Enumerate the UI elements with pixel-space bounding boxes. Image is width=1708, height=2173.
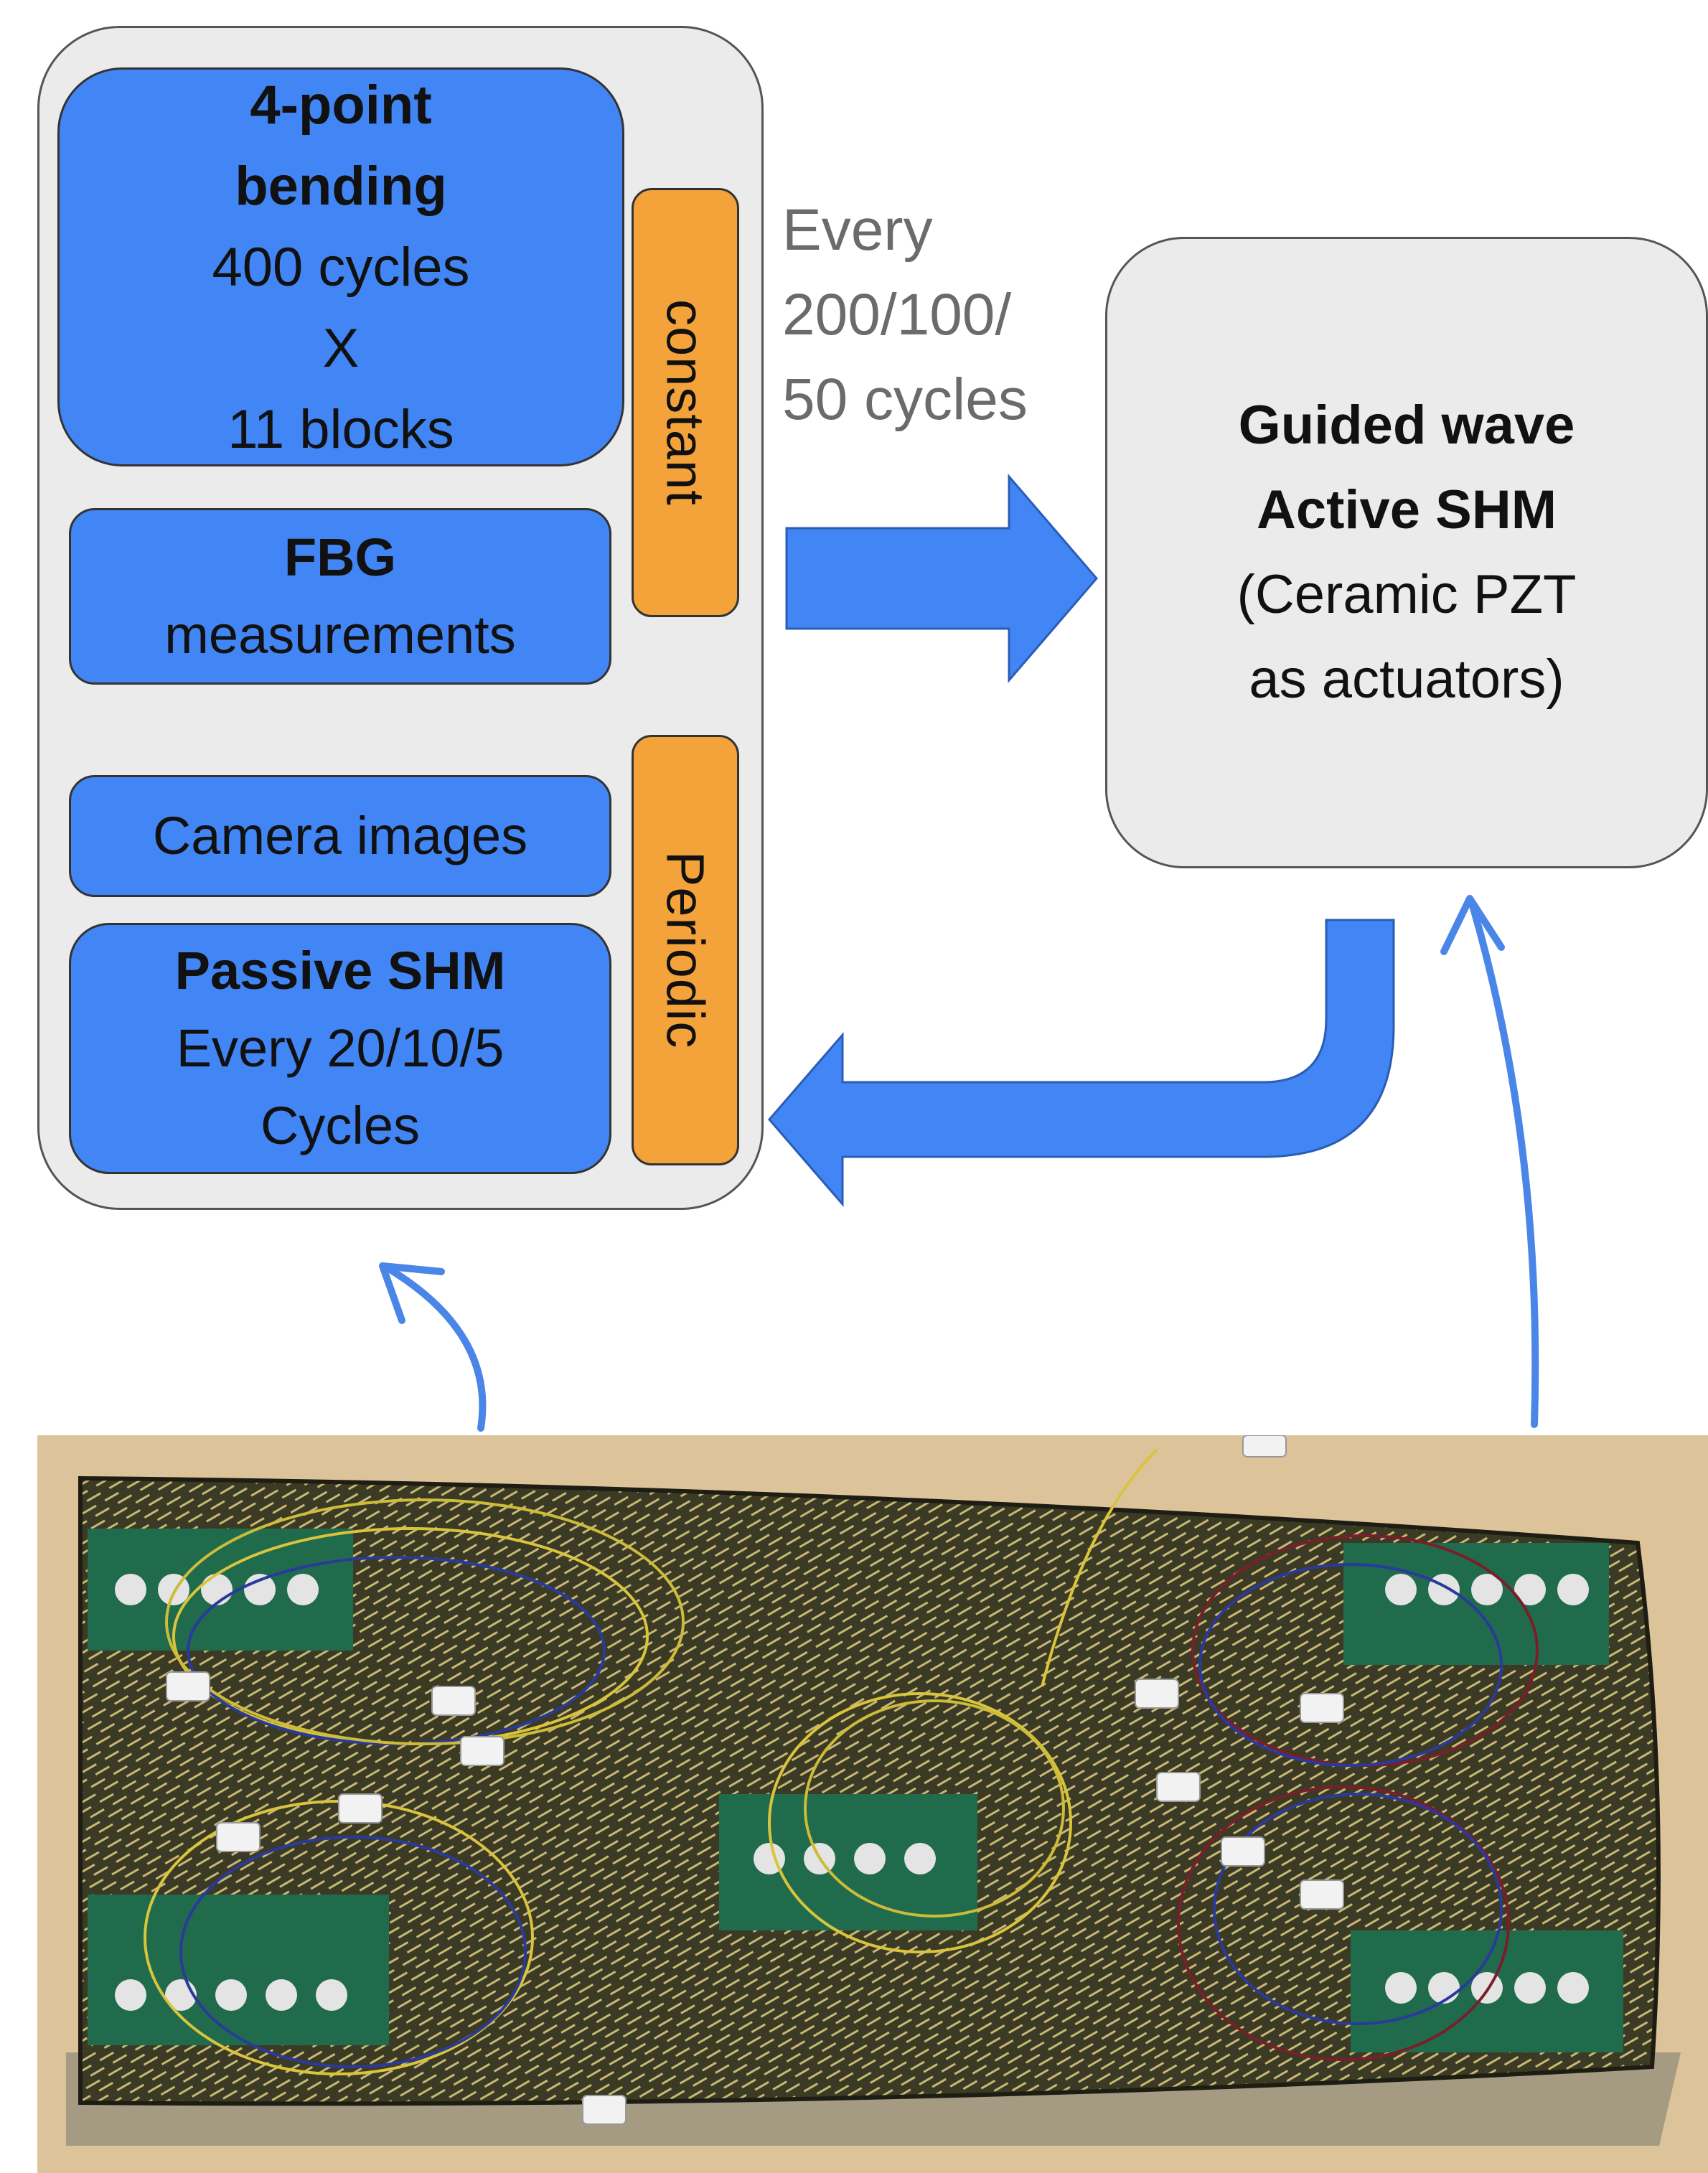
- passive-every: Every 20/10/5: [176, 1018, 505, 1078]
- bending-times: X: [322, 317, 360, 379]
- active-desc-1: (Ceramic PZT: [1237, 564, 1577, 625]
- bending-box: 4-point bending 400 cycles X 11 blocks: [57, 67, 624, 466]
- arrow-photo-to-active-shm: [1440, 895, 1539, 1428]
- passive-cycles: Cycles: [260, 1096, 421, 1155]
- constant-label: constant: [655, 299, 715, 506]
- constant-tag: constant: [632, 188, 739, 617]
- specimen-photo-drawing: [37, 1435, 1708, 2173]
- active-title-2: Active SHM: [1256, 479, 1557, 540]
- passive-title: Passive SHM: [174, 941, 506, 1000]
- interval-line-3: 50 cycles: [782, 367, 1028, 432]
- periodic-label: Periodic: [655, 851, 715, 1049]
- active-desc-2: as actuators): [1249, 649, 1564, 710]
- camera-box: Camera images: [69, 775, 611, 897]
- active-shm-panel: Guided wave Active SHM (Ceramic PZT as a…: [1105, 237, 1708, 868]
- sensor-patch-top-right: [1343, 1543, 1609, 1665]
- camera-label: Camera images: [152, 806, 528, 865]
- specimen-photo: [37, 1435, 1708, 2173]
- passive-shm-box: Passive SHM Every 20/10/5 Cycles: [69, 923, 611, 1174]
- fbg-box: FBG measurements: [69, 508, 611, 685]
- arrow-to-active-shm: [785, 473, 1098, 684]
- connectors: [166, 1435, 1344, 2125]
- sensor-patch-center: [719, 1794, 977, 1930]
- wire-bundles: [144, 1448, 1539, 2075]
- fbg-title: FBG: [283, 527, 397, 587]
- bending-title-2: bending: [235, 155, 447, 217]
- interval-label: Every 200/100/ 50 cycles: [782, 188, 1028, 442]
- interval-line-1: Every: [782, 197, 933, 263]
- composite-panel: [78, 1475, 1661, 2106]
- active-title-1: Guided wave: [1238, 395, 1575, 456]
- bending-blocks: 11 blocks: [227, 398, 454, 460]
- bending-cycles: 400 cycles: [212, 236, 470, 298]
- fbg-subtitle: measurements: [164, 605, 516, 665]
- bending-title-1: 4-point: [250, 74, 432, 136]
- arrow-back-to-left-panel: [768, 919, 1395, 1208]
- periodic-tag: Periodic: [632, 735, 739, 1165]
- curved-arrow-photo-to-left-panel: [379, 1262, 487, 1432]
- sensor-patch-bottom-left: [88, 1895, 389, 2045]
- interval-line-2: 200/100/: [782, 282, 1012, 347]
